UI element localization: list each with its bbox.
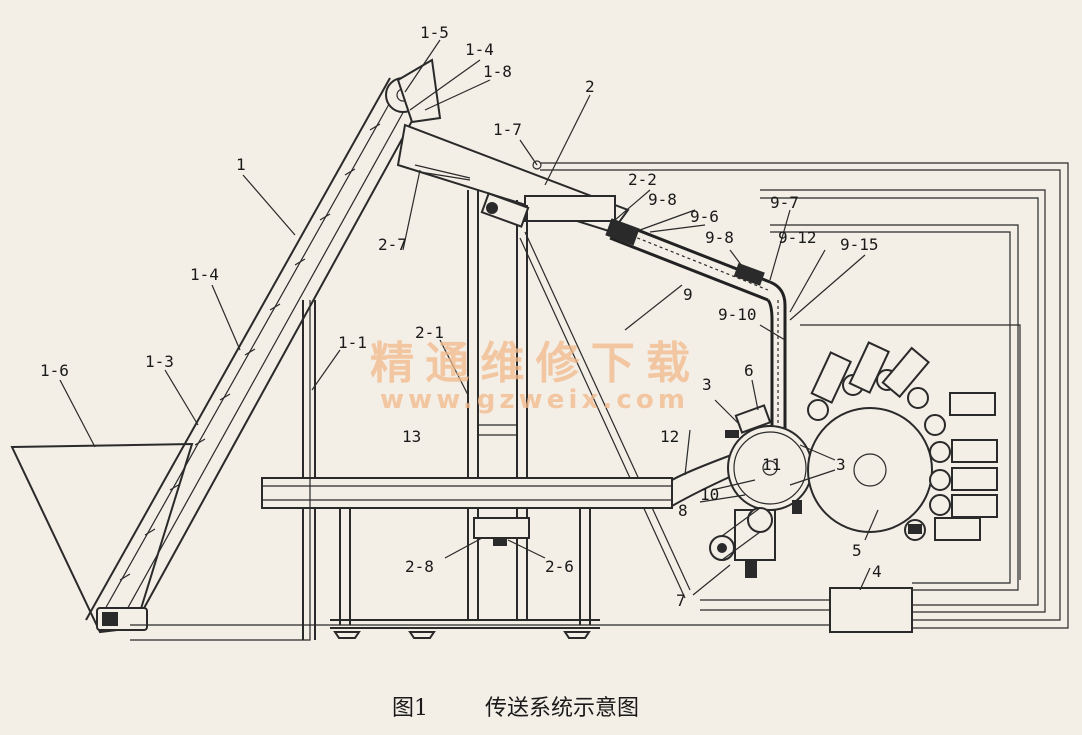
label-2: 2 [585, 77, 595, 96]
label-1: 1 [236, 155, 246, 174]
label-9-8-top: 9-8 [648, 190, 677, 209]
main-drum [807, 341, 998, 541]
cable-routes [130, 162, 1069, 641]
label-9-10: 9-10 [718, 305, 757, 324]
label-7: 7 [676, 591, 686, 610]
label-5: 5 [852, 541, 862, 560]
label-12: 12 [660, 427, 679, 446]
label-1-3: 1-3 [145, 352, 174, 371]
label-1-6: 1-6 [40, 361, 69, 380]
label-9: 9 [683, 285, 693, 304]
label-2-6: 2-6 [545, 557, 574, 576]
label-6: 6 [744, 361, 754, 380]
label-9-8: 9-8 [705, 228, 734, 247]
label-8: 8 [678, 501, 688, 520]
label-1-1: 1-1 [338, 333, 367, 352]
label-2-7: 2-7 [378, 235, 407, 254]
label-13: 13 [402, 427, 421, 446]
leader-lines [59, 39, 879, 596]
figure-title: 传送系统示意图 [485, 696, 639, 721]
discharge-chute [396, 58, 442, 124]
drive-motor-top [480, 192, 691, 599]
label-1-8: 1-8 [483, 62, 512, 81]
lower-drive-unit [709, 507, 776, 578]
label-1-4-top: 1-4 [465, 40, 494, 59]
label-9-12: 9-12 [778, 228, 817, 247]
feed-channel [605, 218, 787, 440]
label-9-15: 9-15 [840, 235, 879, 254]
label-1-7: 1-7 [493, 120, 522, 139]
label-2-1: 2-1 [415, 323, 444, 342]
label-2-2: 2-2 [628, 170, 657, 189]
label-1-4: 1-4 [190, 265, 219, 284]
support-frame [302, 190, 530, 640]
label-3-right: 3 [836, 455, 846, 474]
label-1-5: 1-5 [420, 23, 449, 42]
label-2-8: 2-8 [405, 557, 434, 576]
watermark-text: 精通维修下载 [370, 338, 690, 389]
controller-box [829, 587, 913, 633]
label-11: 11 [762, 455, 781, 474]
figure-number: 图1 [392, 696, 428, 721]
label-10: 10 [700, 485, 719, 504]
label-4: 4 [872, 562, 882, 581]
watermark-url: www.gzweix.com [380, 385, 685, 415]
label-9-6: 9-6 [690, 207, 719, 226]
hopper [10, 442, 194, 634]
label-3-left: 3 [702, 375, 712, 394]
label-9-7: 9-7 [770, 193, 799, 212]
component-labels: 1-5 1-4 1-8 2 1-7 1 2-2 9-8 9-6 9-7 9-8 … [40, 23, 882, 610]
